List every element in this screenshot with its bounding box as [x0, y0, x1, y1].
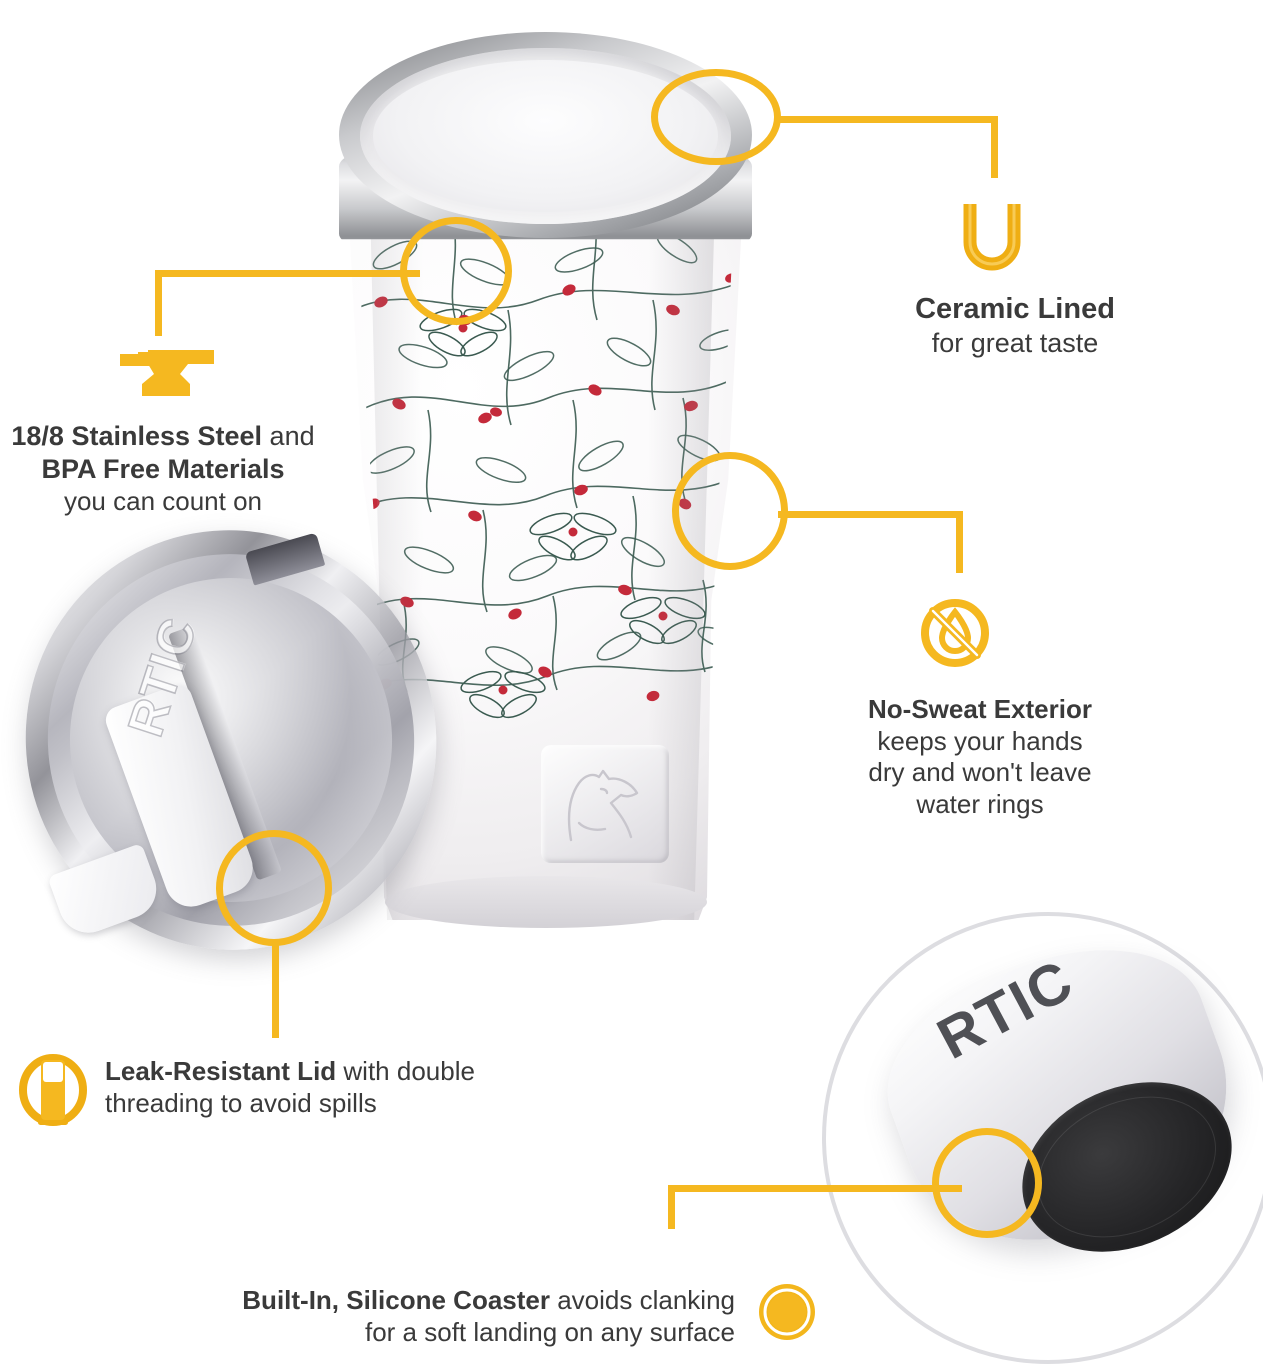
bear-r-icon [567, 769, 639, 842]
connector-coaster-vertical [668, 1185, 675, 1229]
coaster-detail-bubble: RTIC [822, 912, 1263, 1364]
callout-stainless-steel: 18/8 Stainless Steel and BPA Free Materi… [0, 420, 338, 518]
connector-coaster-horizontal [668, 1185, 962, 1192]
callout-steel-heading: 18/8 Stainless Steel [11, 421, 263, 451]
cup-u-icon [962, 200, 1022, 274]
callout-lid-body: threading to avoid spills [105, 1087, 377, 1118]
callout-lid-heading: Leak-Resistant Lid [105, 1056, 337, 1086]
callout-nosweat-heading: No-Sweat Exterior [868, 694, 1092, 724]
connector-steel-horizontal [155, 270, 420, 277]
callout-leak-resistant-lid: Leak-Resistant Lid with double threading… [105, 1056, 575, 1119]
connector-steel-vertical [155, 270, 162, 336]
lid-slider-icon [16, 1052, 90, 1130]
callout-no-sweat: No-Sweat Exterior keeps your hands dry a… [800, 694, 1160, 821]
callout-coaster-heading-suffix: avoids clanking [550, 1285, 735, 1315]
tumbler-bear-logo-emboss [541, 745, 669, 863]
callout-ceramic-lined: Ceramic Lined for great taste [790, 292, 1240, 360]
no-water-drop-icon [918, 596, 992, 670]
callout-ceramic-body: for great taste [931, 328, 1099, 359]
callout-nosweat-body-2: dry and won't leave [868, 757, 1092, 788]
callout-lid-heading-suffix: with double [336, 1056, 475, 1086]
callout-nosweat-body-1: keeps your hands [877, 725, 1083, 756]
callout-steel-heading-suffix: and [262, 421, 315, 451]
connector-lid-vertical [272, 944, 279, 1038]
callout-ceramic-heading: Ceramic Lined [915, 293, 1115, 325]
hotspot-coaster-base[interactable] [932, 1128, 1042, 1238]
callout-nosweat-body-3: water rings [916, 789, 1044, 820]
callout-silicone-coaster: Built-In, Silicone Coaster avoids clanki… [110, 1285, 735, 1348]
connector-ceramic-horizontal [780, 116, 998, 123]
anvil-icon [118, 348, 216, 400]
hotspot-ceramic-rim[interactable] [651, 69, 781, 165]
callout-steel-heading-line2: BPA Free Materials [41, 453, 285, 484]
tumbler-base-ellipse [385, 876, 707, 928]
coaster-circle-icon [755, 1280, 819, 1344]
callout-steel-body: you can count on [63, 485, 263, 516]
callout-coaster-heading: Built-In, Silicone Coaster [242, 1285, 550, 1315]
connector-nosweat-vertical [956, 511, 963, 573]
connector-ceramic-vertical [991, 116, 998, 178]
connector-nosweat-horizontal [778, 511, 963, 518]
callout-coaster-body: for a soft landing on any surface [364, 1316, 735, 1347]
hotspot-steel-body[interactable] [400, 217, 512, 325]
hotspot-lid-seal[interactable] [216, 830, 332, 946]
hotspot-no-sweat-wall[interactable] [672, 452, 788, 570]
